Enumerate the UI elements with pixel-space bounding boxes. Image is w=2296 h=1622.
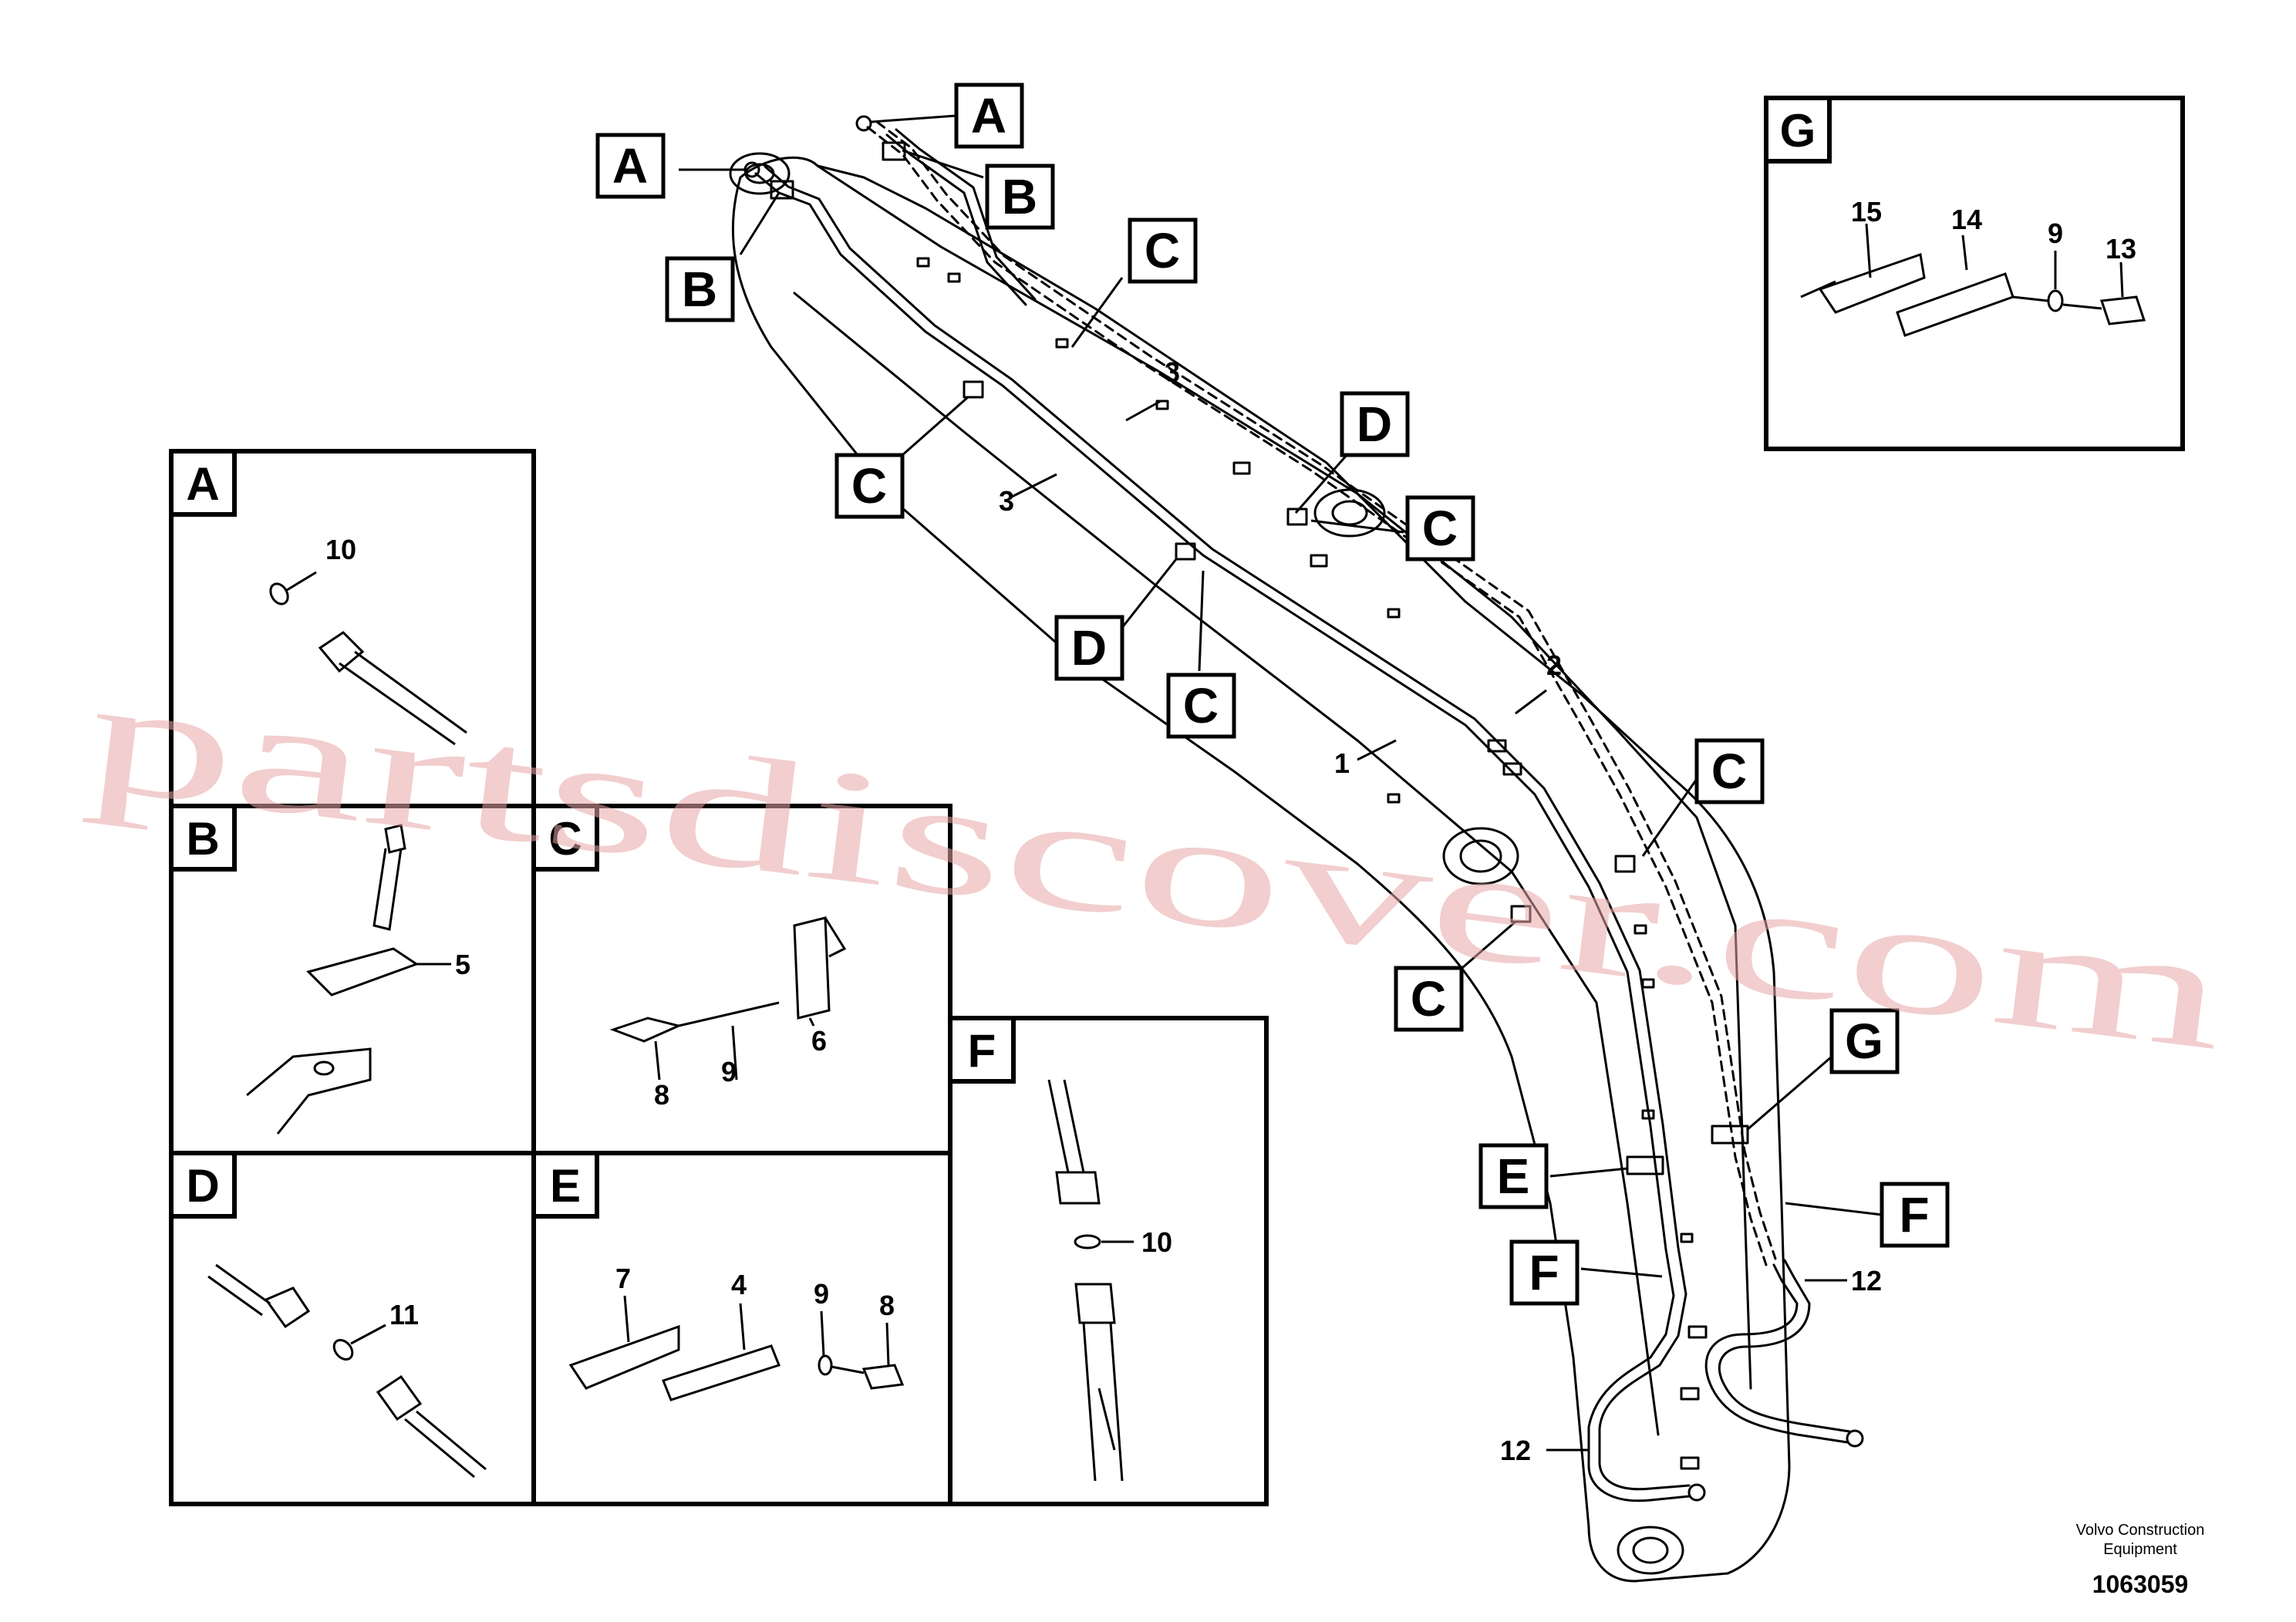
svg-text:A: A: [612, 138, 648, 194]
part-number-2: 2: [1546, 649, 1562, 681]
callout-box-a[interactable]: A: [954, 83, 1024, 149]
detail-panel-g: G 15 14 9 13: [1764, 96, 2185, 451]
svg-text:D: D: [1071, 620, 1107, 676]
brand-line-2: Equipment: [2103, 1541, 2177, 1558]
part-number-8: 8: [879, 1290, 895, 1321]
svg-text:A: A: [971, 88, 1006, 143]
svg-text:C: C: [1183, 678, 1219, 733]
svg-text:C: C: [1711, 744, 1747, 799]
main-part-numbers: 3 3 2 1 12 12: [999, 356, 1882, 1466]
callout-leaders: [679, 114, 1883, 1452]
svg-text:C: C: [548, 813, 582, 865]
hydraulic-lines: [743, 115, 1864, 1502]
part-number-9: 9: [721, 1056, 737, 1088]
boom-illustration: [729, 152, 1791, 1583]
svg-text:D: D: [1357, 396, 1392, 452]
callout-box-a[interactable]: A: [595, 133, 666, 199]
hose-12-right: [1704, 1263, 1849, 1444]
detail-panel-b: B 5: [169, 804, 536, 1155]
footer: Volvo Construction Equipment 1063059: [2076, 1522, 2205, 1598]
svg-text:B: B: [186, 813, 219, 865]
part-number-9: 9: [814, 1278, 829, 1310]
svg-text:F: F: [1899, 1187, 1929, 1243]
boom-mid-pin: [1442, 827, 1519, 885]
callout-box-e[interactable]: E: [1478, 1143, 1549, 1209]
part-number-11: 11: [389, 1299, 419, 1330]
svg-text:C: C: [1422, 501, 1458, 556]
part-number-6: 6: [811, 1025, 827, 1057]
svg-text:D: D: [186, 1160, 219, 1212]
callout-box-c[interactable]: C: [1405, 495, 1475, 561]
callout-boxes: A A B B C C D C: [595, 83, 1950, 1306]
svg-text:G: G: [1845, 1013, 1883, 1069]
callout-box-b[interactable]: B: [985, 164, 1055, 230]
callout-box-f[interactable]: F: [1509, 1239, 1580, 1306]
part-number-12: 12: [1500, 1435, 1531, 1466]
part-number-5: 5: [455, 949, 470, 980]
svg-text:F: F: [968, 1025, 996, 1077]
svg-text:E: E: [550, 1160, 581, 1212]
pipe-2-right: [866, 126, 1768, 1266]
callout-box-c[interactable]: C: [1694, 738, 1765, 804]
part-number-10: 10: [1141, 1226, 1172, 1258]
part-number-13: 13: [2106, 233, 2136, 265]
callout-box-d[interactable]: D: [1054, 615, 1124, 681]
boom-root-pin: [729, 152, 791, 195]
part-number-12: 12: [1851, 1265, 1882, 1297]
brand-line-1: Volvo Construction: [2076, 1522, 2205, 1539]
svg-text:B: B: [1002, 169, 1037, 224]
callout-box-b[interactable]: B: [665, 256, 735, 322]
callout-box-c[interactable]: C: [834, 453, 905, 519]
svg-text:B: B: [682, 261, 717, 317]
callout-box-d[interactable]: D: [1340, 391, 1410, 457]
svg-text:E: E: [1497, 1148, 1530, 1204]
callout-box-c[interactable]: C: [1166, 673, 1236, 739]
part-number-15: 15: [1851, 196, 1882, 228]
svg-text:C: C: [1145, 223, 1180, 278]
svg-text:G: G: [1780, 105, 1816, 157]
svg-text:C: C: [1411, 971, 1446, 1027]
callout-box-c[interactable]: C: [1128, 218, 1198, 284]
pipe-3-left: [754, 172, 1675, 1297]
boom-nose-pin: [1617, 1526, 1684, 1575]
part-number-10: 10: [325, 534, 356, 565]
part-number-14: 14: [1951, 204, 1982, 235]
part-number-9: 9: [2048, 218, 2063, 249]
part-number-1: 1: [1334, 747, 1350, 779]
part-number-8: 8: [654, 1079, 669, 1111]
part-number-7: 7: [615, 1263, 631, 1294]
boom-ridge: [816, 164, 1752, 1390]
detail-panel-d: D 11: [169, 1151, 536, 1506]
document-number: 1063059: [2092, 1570, 2189, 1598]
svg-text:C: C: [851, 458, 887, 514]
callout-box-c[interactable]: C: [1394, 966, 1464, 1032]
boom-outline: [731, 156, 1791, 1583]
svg-text:A: A: [186, 458, 219, 510]
detail-panel-f: F 10: [948, 1016, 1269, 1506]
detail-panel-c: C 8 9 6: [531, 804, 952, 1155]
callout-box-f[interactable]: F: [1880, 1182, 1950, 1248]
part-number-3: 3: [999, 485, 1014, 517]
part-number-3: 3: [1165, 356, 1180, 388]
boom-cylinder-pin: [1313, 488, 1386, 538]
detail-panels: A 10 B 5: [169, 96, 2185, 1506]
callout-box-g[interactable]: G: [1829, 1008, 1900, 1074]
detail-panel-e: E 7 4 9 8: [531, 1151, 952, 1506]
part-number-4: 4: [731, 1269, 747, 1300]
svg-text:F: F: [1529, 1245, 1559, 1300]
detail-panel-a: A 10: [169, 449, 536, 808]
hose-12-left: [1587, 1294, 1691, 1502]
